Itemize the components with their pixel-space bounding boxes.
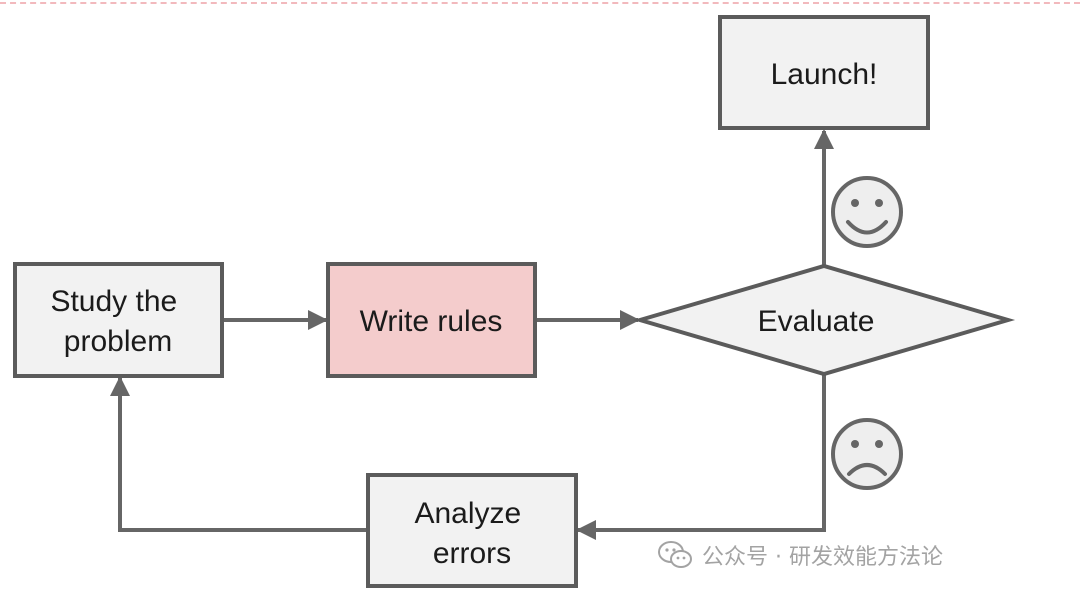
analyze-errors-line2: errors: [433, 537, 511, 570]
wechat-icon: [658, 541, 692, 568]
write-rules-box: [326, 262, 537, 378]
evaluate-decision-diamond: [632, 263, 1016, 377]
write-rules-label: Write rules: [360, 305, 503, 338]
launch-box: [718, 15, 930, 130]
top-dashed-rule: [0, 2, 1080, 4]
watermark-text: 公众号 · 研发效能方法论: [702, 545, 943, 570]
analyze-errors-line1: Analyze: [414, 497, 521, 530]
study-problem-label: Study the problem: [50, 285, 185, 358]
arrow-evaluate-to-analyze: [576, 374, 826, 540]
arrow-analyze-to-study: [110, 376, 368, 532]
launch-label: Launch!: [771, 58, 878, 91]
evaluate-label: Evaluate: [758, 305, 875, 338]
watermark: 公众号 · 研发效能方法论: [658, 535, 943, 575]
analyze-errors-box: [366, 473, 578, 588]
smiley-face-icon: [831, 176, 903, 248]
study-problem-line2: problem: [64, 325, 172, 358]
study-problem-box: [13, 262, 224, 378]
analyze-errors-label: Analyze errors: [414, 497, 529, 570]
study-problem-line1: Study the: [50, 285, 177, 318]
frowning-face-icon: [831, 418, 903, 490]
